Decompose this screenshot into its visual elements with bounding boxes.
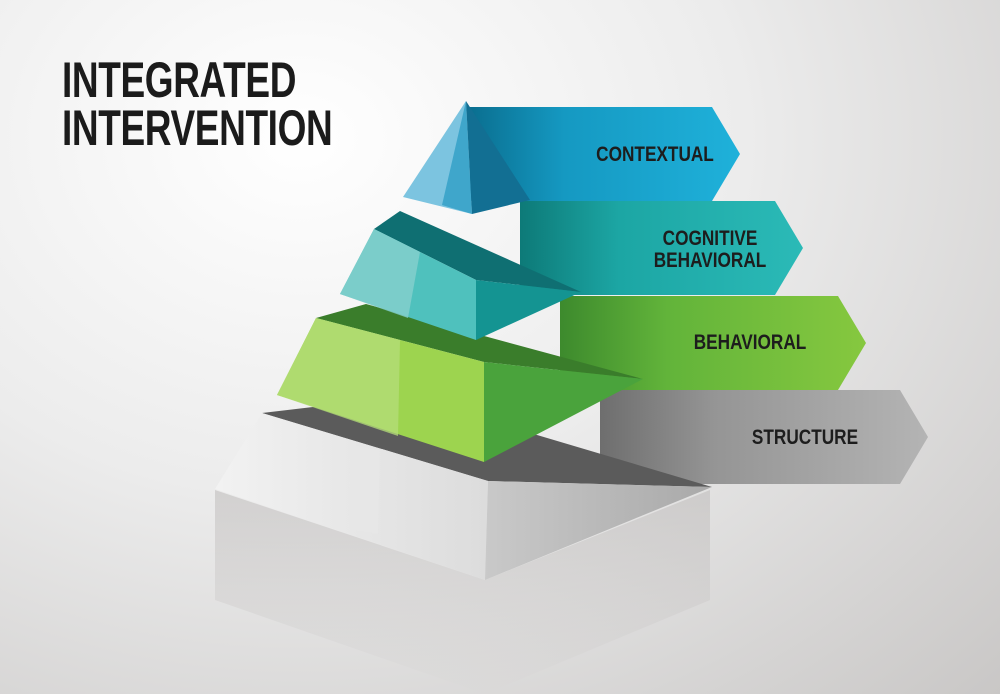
pyramid-tier-cognitive-behavioral — [340, 211, 581, 340]
floor-reflection — [215, 490, 710, 694]
tier-label-cognitive-behavioral: COGNITIVE BEHAVIORAL — [628, 228, 792, 272]
tier-arrow-cognitive-behavioral — [520, 201, 803, 295]
pyramid-tier-contextual — [403, 101, 530, 214]
title-line-1: INTEGRATED — [62, 52, 297, 108]
tier-label-structure: STRUCTURE — [751, 426, 859, 449]
diagram-title: INTEGRATED INTERVENTION — [62, 52, 333, 156]
tier-label-contextual: CONTEXTUAL — [596, 143, 714, 166]
tier-arrow-contextual — [470, 107, 740, 201]
pyramid-tier-behavioral — [277, 304, 643, 462]
tier-arrow-behavioral — [560, 296, 866, 390]
tier-arrow-structure — [600, 390, 928, 484]
tier-label-cognitive-behavioral-text: COGNITIVE BEHAVIORAL — [653, 227, 767, 272]
title-line-2: INTERVENTION — [62, 100, 333, 156]
tier-label-behavioral: BEHAVIORAL — [693, 331, 807, 354]
